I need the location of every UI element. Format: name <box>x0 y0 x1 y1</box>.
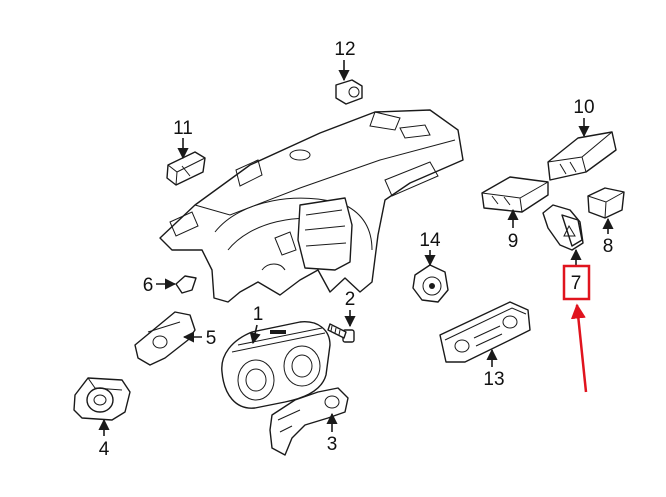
hazard-switch <box>542 204 584 251</box>
dashboard-panel <box>159 109 464 303</box>
leader-lines <box>98 60 614 436</box>
callout-4: 4 <box>99 439 110 460</box>
leader-1 <box>249 324 261 345</box>
callout-13: 13 <box>483 369 504 390</box>
switch-panel <box>481 176 549 213</box>
switch-bracket <box>134 311 196 366</box>
callout-14: 14 <box>419 230 441 251</box>
speaker <box>412 264 449 303</box>
callout-10: 10 <box>573 97 594 118</box>
callout-1: 1 <box>253 304 264 325</box>
callout-8: 8 <box>603 236 614 257</box>
dash-switch <box>166 151 206 186</box>
climate-control-panel <box>439 301 531 363</box>
clip <box>175 275 197 294</box>
headlight-switch <box>73 377 131 421</box>
trim-panel <box>269 387 349 456</box>
callout-12: 12 <box>334 39 355 60</box>
screw <box>327 323 355 343</box>
highlight-box <box>562 264 591 301</box>
instrument-cluster <box>221 321 331 409</box>
small-switch <box>587 187 625 219</box>
callout-11: 11 <box>173 118 193 139</box>
callout-5: 5 <box>206 328 217 349</box>
sensor <box>335 79 363 105</box>
switch-bar <box>547 131 617 181</box>
callout-7: 7 <box>571 273 582 294</box>
callout-9: 9 <box>508 231 519 252</box>
callout-6: 6 <box>143 275 154 296</box>
callout-2: 2 <box>345 289 356 310</box>
highlight-arrow <box>570 303 588 393</box>
callout-3: 3 <box>327 434 338 455</box>
callout-numbers: 1 2 3 4 5 6 7 8 9 10 11 12 13 14 <box>99 39 614 460</box>
highlight-callout-7 <box>562 264 591 393</box>
